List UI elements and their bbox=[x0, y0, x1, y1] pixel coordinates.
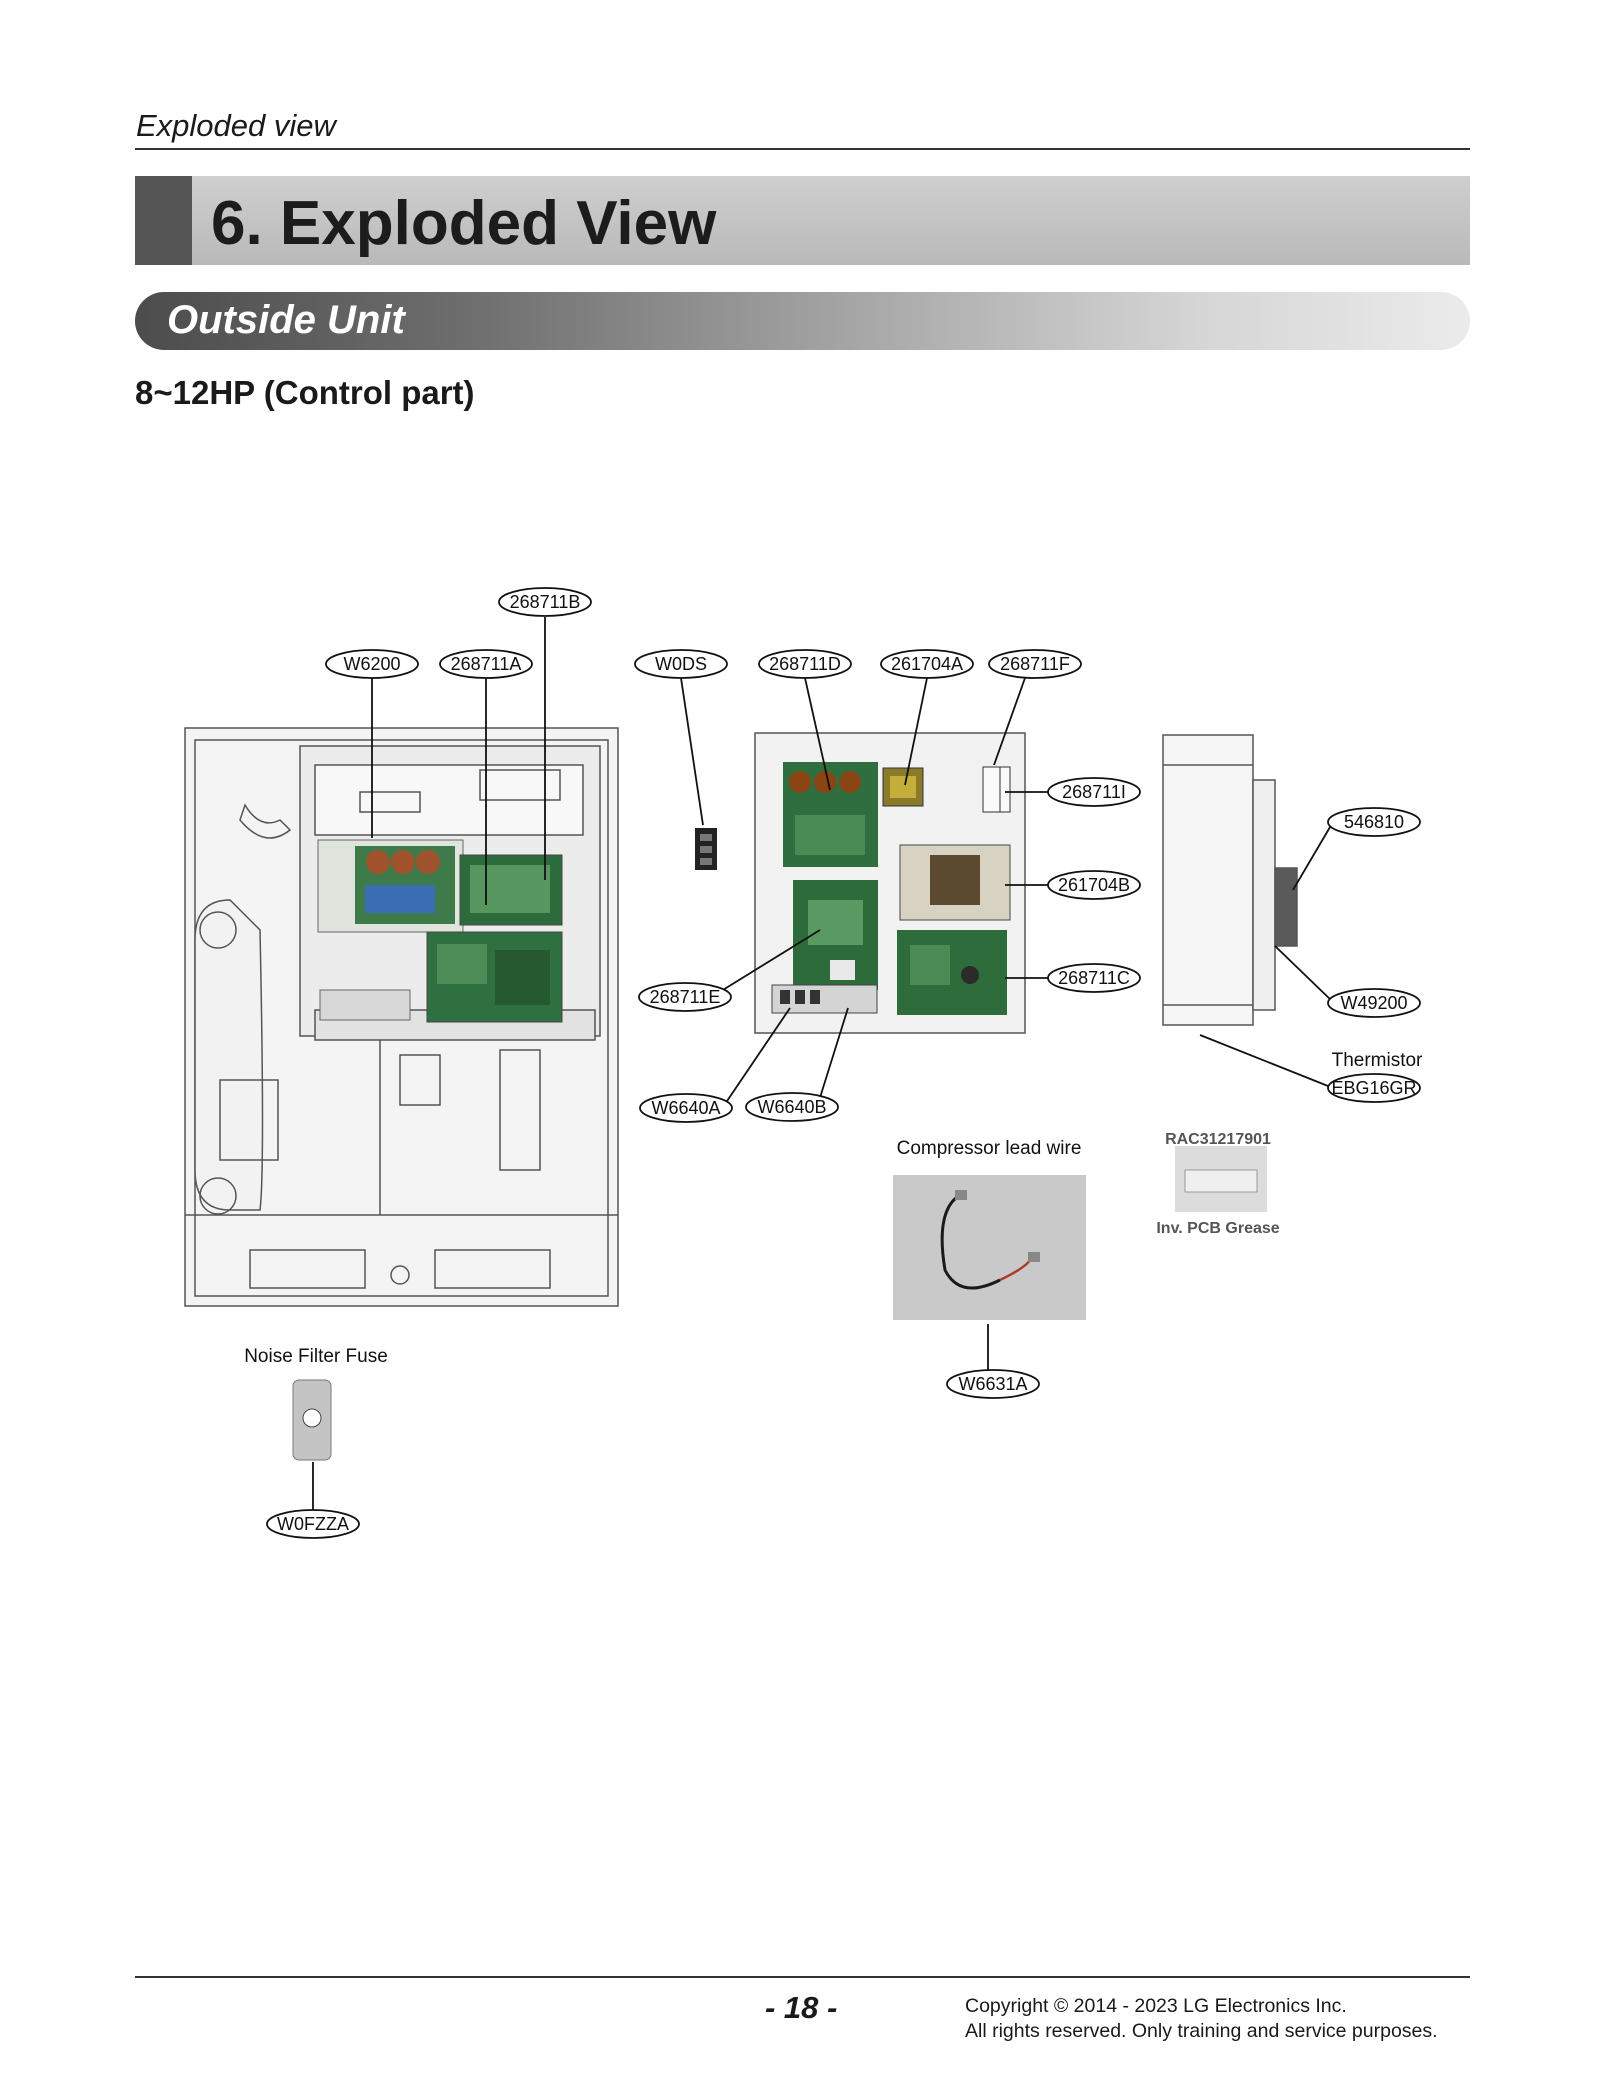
callout-W6631A: W6631A bbox=[958, 1374, 1027, 1394]
callout-268711D: 268711D bbox=[769, 654, 841, 674]
callout-268711E: 268711E bbox=[650, 987, 721, 1007]
callout-W0FZZA: W0FZZA bbox=[277, 1514, 349, 1534]
subtitle-text: Outside Unit bbox=[167, 298, 405, 342]
title-tab-marker bbox=[135, 176, 192, 265]
caption-noise-filter-fuse: Noise Filter Fuse bbox=[244, 1346, 388, 1367]
footer-rule bbox=[135, 1976, 1470, 1978]
caption-thermistor: Thermistor bbox=[1332, 1050, 1423, 1071]
caption-compressor-lead-wire: Compressor lead wire bbox=[897, 1138, 1082, 1159]
main-cabinet-pcbs bbox=[317, 839, 563, 1023]
callout-W6640B: W6640B bbox=[757, 1097, 826, 1117]
callout-268711B: 268711B bbox=[510, 592, 581, 612]
callout-261704B: 261704B bbox=[1058, 875, 1130, 895]
callout-268711C: 268711C bbox=[1058, 968, 1130, 988]
callout-W6200: W6200 bbox=[343, 654, 400, 674]
callout-261704A: 261704A bbox=[891, 654, 963, 674]
callout-W49200: W49200 bbox=[1340, 993, 1407, 1013]
control-box bbox=[754, 732, 1026, 1034]
w0ds-part bbox=[695, 828, 717, 870]
callout-W6640A: W6640A bbox=[651, 1098, 720, 1118]
leader-lines bbox=[312, 617, 1334, 1510]
callout-EBG16GR: EBG16GR bbox=[1331, 1078, 1416, 1098]
copyright-line-1: Copyright © 2014 - 2023 LG Electronics I… bbox=[965, 1995, 1347, 2017]
callout-268711I: 268711I bbox=[1062, 782, 1126, 802]
callout-268711A: 268711A bbox=[451, 654, 522, 674]
callout-268711F: 268711F bbox=[1000, 654, 1070, 674]
caption-grease-name: Inv. PCB Grease bbox=[1156, 1220, 1279, 1237]
chapter-title-bar: 6. Exploded View bbox=[135, 176, 1470, 265]
subtitle-bar: Outside Unit bbox=[135, 292, 1470, 350]
compressor-lead-wire-photo bbox=[893, 1175, 1086, 1320]
pcb-grease-photo bbox=[1175, 1146, 1267, 1212]
caption-grease-part-number: RAC31217901 bbox=[1165, 1131, 1271, 1148]
noise-filter-fuse-photo bbox=[292, 1379, 332, 1461]
page-number: - 18 - bbox=[765, 1990, 838, 2025]
control-box-side bbox=[1162, 734, 1298, 1026]
chapter-title: 6. Exploded View bbox=[211, 189, 717, 258]
callout-546810: 546810 bbox=[1344, 812, 1404, 832]
running-header: Exploded view bbox=[136, 108, 336, 143]
header-rule bbox=[135, 148, 1470, 150]
callout-W0DS: W0DS bbox=[655, 654, 707, 674]
callout-ovals bbox=[266, 587, 1421, 1539]
section-heading: 8~12HP (Control part) bbox=[135, 374, 475, 411]
copyright-line-2: All rights reserved. Only training and s… bbox=[965, 2020, 1438, 2042]
copyright-notice: Copyright © 2014 - 2023 LG Electronics I… bbox=[965, 1994, 1438, 2044]
